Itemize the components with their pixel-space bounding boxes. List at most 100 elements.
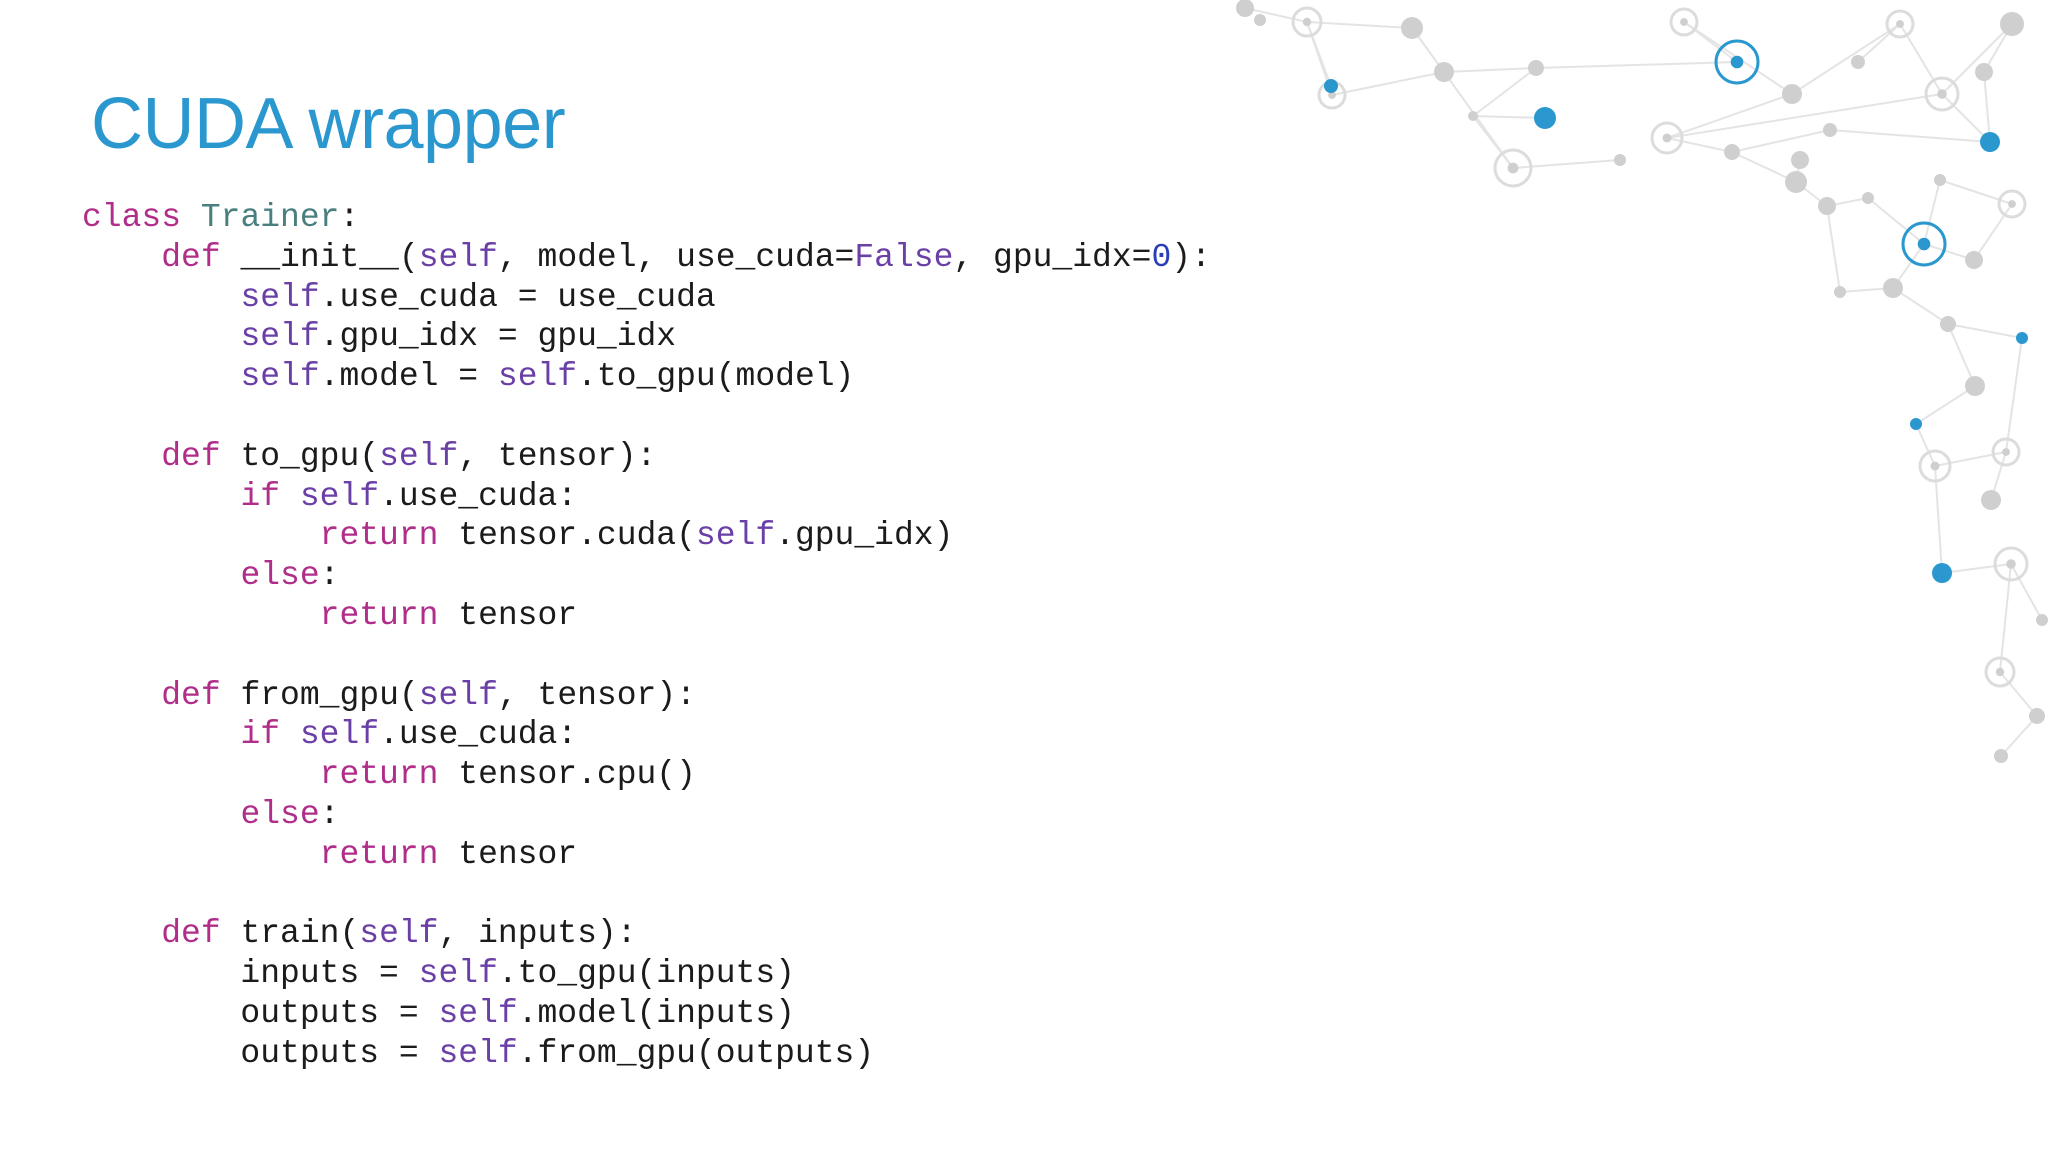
code-token	[82, 239, 161, 276]
code-token	[82, 279, 240, 316]
code-token: self	[695, 517, 776, 555]
code-line: outputs = self.from_gpu(outputs)	[82, 1034, 1211, 1074]
code-line: if self.use_cuda:	[82, 477, 1211, 517]
code-token: __init__(	[220, 238, 419, 276]
code-line: return tensor.cpu()	[82, 755, 1211, 795]
code-token: .use_cuda:	[379, 477, 578, 515]
code-token: :	[319, 795, 340, 833]
network-node-icon	[1724, 144, 1740, 160]
code-token: tensor.cpu()	[438, 756, 696, 794]
code-token	[82, 796, 240, 833]
network-link	[1915, 385, 1976, 425]
code-line: outputs = self.model(inputs)	[82, 994, 1211, 1034]
code-token: tensor	[438, 835, 578, 873]
code-token	[82, 756, 320, 793]
code-line: class Trainer:	[82, 198, 1211, 238]
code-line	[82, 397, 1211, 437]
code-token: self	[299, 477, 380, 515]
code-token: def	[161, 676, 221, 714]
code-token: .model =	[319, 358, 498, 396]
code-token	[280, 716, 300, 753]
code-token: def	[161, 915, 221, 953]
network-link	[1472, 115, 1546, 119]
code-line: self.gpu_idx = gpu_idx	[82, 317, 1211, 357]
network-link	[1867, 197, 1925, 245]
code-token: .to_gpu(model)	[577, 358, 855, 396]
code-line: self.use_cuda = use_cuda	[82, 278, 1211, 318]
code-token: self	[438, 994, 518, 1032]
network-node-icon	[1254, 14, 1266, 26]
code-token: , tensor):	[497, 676, 696, 714]
code-block: class Trainer: def __init__(self, model,…	[82, 198, 1211, 1074]
code-token: self	[299, 716, 380, 754]
network-node-icon	[1991, 437, 2021, 467]
network-link	[1999, 563, 2012, 673]
network-node-icon	[1984, 656, 2016, 688]
network-node-icon	[1669, 7, 1699, 37]
network-link	[1829, 129, 1991, 143]
code-line: else:	[82, 556, 1211, 596]
network-node-icon	[1834, 286, 1846, 298]
code-line: return tensor	[82, 596, 1211, 636]
network-node-icon	[1980, 132, 2000, 152]
code-token: self	[379, 437, 459, 475]
network-node-icon	[1534, 107, 1556, 129]
network-link	[1666, 93, 1943, 139]
network-link	[1857, 23, 1901, 63]
code-line: def train(self, inputs):	[82, 914, 1211, 954]
network-node-icon	[1324, 79, 1338, 93]
network-node-icon	[1823, 123, 1837, 137]
network-node-icon	[1862, 192, 1874, 204]
code-token	[82, 318, 240, 355]
code-token: :	[339, 199, 360, 236]
code-token: outputs =	[82, 994, 439, 1032]
network-link	[1472, 67, 1537, 117]
code-token: if	[240, 716, 281, 754]
code-token: ):	[1171, 238, 1211, 276]
network-link	[1941, 563, 2012, 574]
code-token	[82, 836, 320, 873]
code-line: self.model = self.to_gpu(model)	[82, 357, 1211, 397]
network-link	[1443, 67, 1537, 73]
network-node-icon	[1493, 148, 1533, 188]
code-token: outputs =	[82, 1034, 439, 1072]
code-line: if self.use_cuda:	[82, 715, 1211, 755]
code-token: self	[418, 238, 498, 276]
code-token	[82, 915, 161, 952]
network-node-icon	[1940, 316, 1956, 332]
network-node-icon	[2016, 332, 2028, 344]
slide-title: CUDA wrapper	[91, 84, 566, 164]
molecular-network-graphic	[1236, 0, 2048, 763]
code-token: tensor	[438, 596, 578, 634]
code-token: else	[240, 557, 320, 595]
code-token: class	[82, 199, 182, 236]
network-node-icon	[1614, 154, 1626, 166]
code-token: def	[161, 238, 221, 276]
code-token: self	[438, 1034, 518, 1072]
network-node-icon	[1650, 121, 1684, 155]
network-link	[1244, 7, 1308, 23]
network-node-icon	[1528, 60, 1544, 76]
code-token: , gpu_idx=	[953, 238, 1152, 276]
code-token: return	[319, 517, 439, 555]
code-token: to_gpu(	[220, 437, 380, 475]
code-line: def to_gpu(self, tensor):	[82, 437, 1211, 477]
network-node-icon	[1782, 84, 1802, 104]
network-node-icon	[1883, 278, 1903, 298]
network-node-icon	[1434, 62, 1454, 82]
network-link	[1973, 203, 2013, 261]
network-link	[1666, 137, 1733, 153]
network-node-icon	[1932, 563, 1952, 583]
network-node-icon	[2029, 708, 2045, 724]
network-link	[1892, 287, 1949, 325]
network-link	[1331, 71, 1445, 96]
network-link	[1915, 423, 1936, 467]
network-node-icon	[1994, 749, 2008, 763]
code-token	[82, 517, 320, 554]
code-token: , tensor):	[458, 437, 657, 475]
network-link	[1947, 323, 1976, 387]
network-link	[1941, 93, 1991, 143]
code-token	[82, 677, 161, 714]
code-token	[82, 557, 240, 594]
code-token: .use_cuda = use_cuda	[319, 278, 716, 316]
